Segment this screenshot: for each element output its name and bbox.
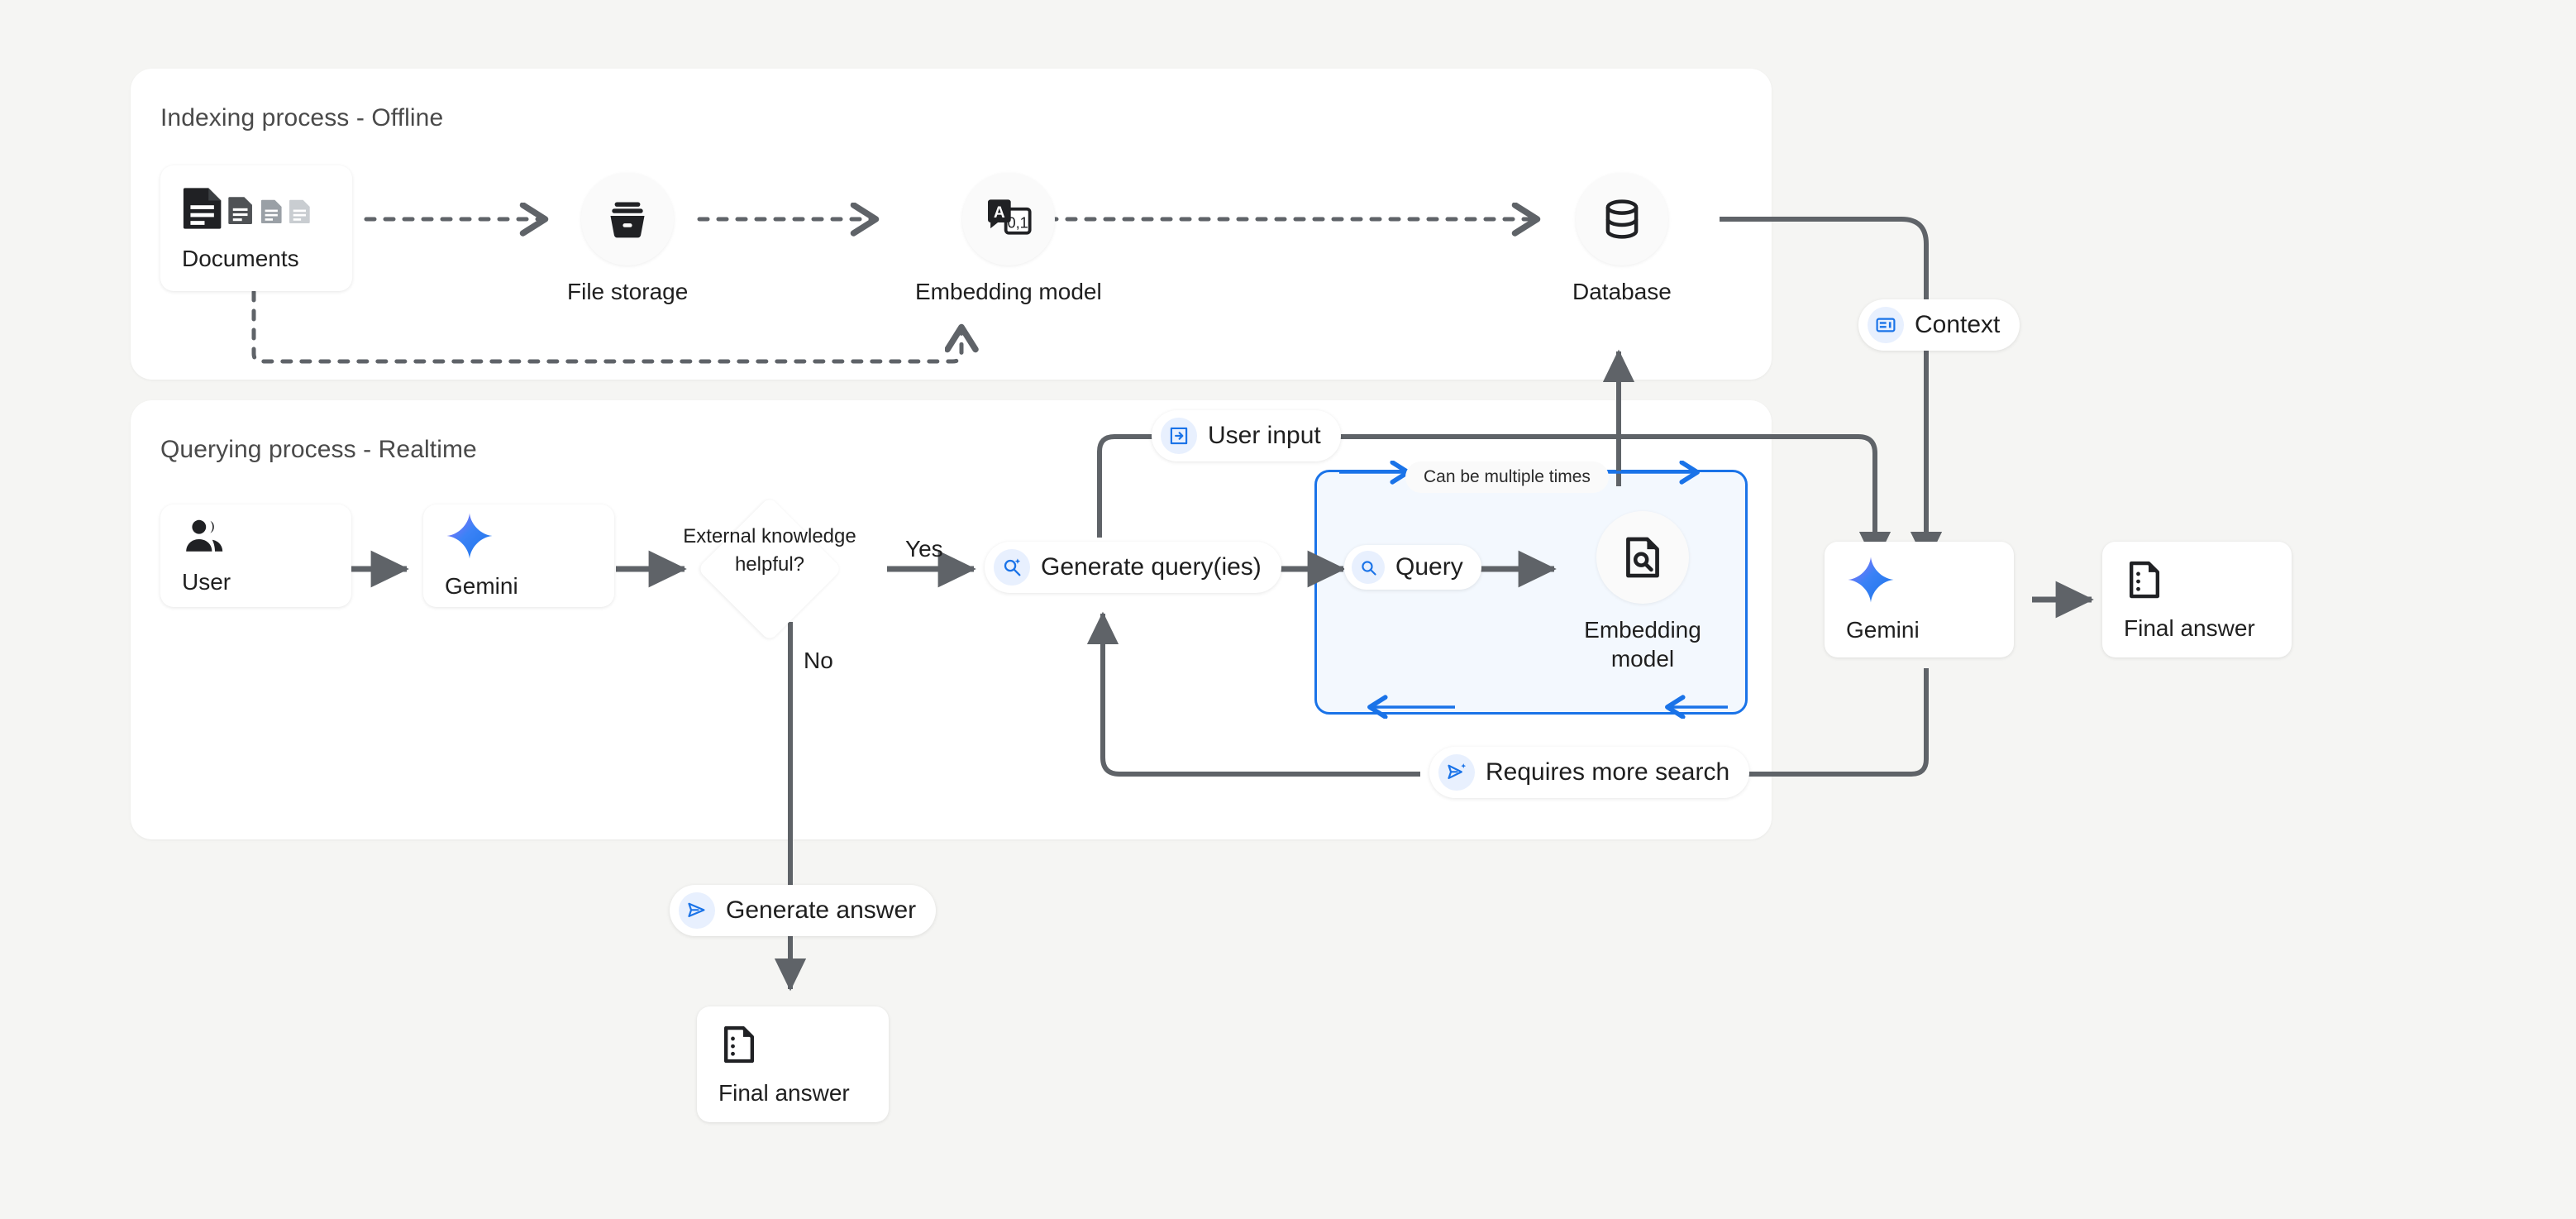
send-sparkle-icon <box>1438 754 1475 791</box>
pill-requires-more-search[interactable]: Requires more search <box>1429 747 1750 798</box>
documents-icon <box>182 184 331 232</box>
label-can-be-multiple-times: Can be multiple times <box>1405 461 1609 493</box>
node-documents-label: Documents <box>182 246 299 271</box>
node-gemini-1[interactable]: Gemini <box>423 504 614 607</box>
file-storage-icon <box>581 173 675 265</box>
context-card-icon <box>1868 307 1904 343</box>
node-decision-label: External knowledge helpful? <box>683 525 856 576</box>
pill-query-label: Query <box>1395 553 1463 581</box>
search-sparkle-icon <box>994 549 1030 586</box>
embedding-model-icon: 0,1 A <box>961 173 1055 265</box>
pill-requires-more-search-label: Requires more search <box>1486 758 1730 786</box>
node-embedding-model-2-label: Embedding model <box>1584 617 1701 672</box>
input-arrow-icon <box>1161 418 1197 454</box>
pill-user-input[interactable]: User input <box>1152 410 1341 461</box>
answer-doc-icon <box>718 1022 867 1067</box>
users-icon <box>182 516 330 556</box>
node-embedding-model-label: Embedding model <box>915 279 1102 304</box>
node-user[interactable]: User <box>160 504 351 607</box>
edge-label-no: No <box>804 648 833 673</box>
node-final-answer-right-label: Final answer <box>2124 615 2255 641</box>
node-gemini-2-label: Gemini <box>1846 617 1920 643</box>
answer-doc-icon <box>2124 557 2270 602</box>
node-final-answer-bottom-label: Final answer <box>718 1080 850 1106</box>
pill-generate-answer-label: Generate answer <box>726 896 917 924</box>
svg-text:0,1: 0,1 <box>1007 213 1028 231</box>
node-decision-external-knowledge[interactable]: External knowledge helpful? <box>683 496 856 642</box>
pill-generate-queries[interactable]: Generate query(ies) <box>985 542 1281 593</box>
pill-generate-queries-label: Generate query(ies) <box>1041 553 1262 581</box>
gemini-star-icon <box>445 512 593 560</box>
document-search-icon <box>1596 511 1689 604</box>
edge-label-yes: Yes <box>905 536 943 562</box>
node-embedding-model[interactable]: 0,1 A Embedding model <box>915 173 1102 306</box>
svg-text:A: A <box>994 204 1005 222</box>
magnifier-icon <box>1352 551 1385 584</box>
gemini-star-icon <box>1846 556 1992 604</box>
node-gemini-1-label: Gemini <box>445 573 518 599</box>
pill-query[interactable]: Query <box>1344 545 1481 590</box>
pill-context[interactable]: Context <box>1858 299 2020 351</box>
node-documents[interactable]: Documents <box>160 165 352 291</box>
database-icon <box>1575 173 1668 265</box>
node-embedding-model-2[interactable]: Embedding model <box>1572 511 1713 673</box>
panel-indexing-title: Indexing process - Offline <box>160 104 444 131</box>
pill-user-input-label: User input <box>1208 422 1321 449</box>
node-gemini-2[interactable]: Gemini <box>1825 542 2014 657</box>
node-database-label: Database <box>1572 279 1672 304</box>
send-icon <box>679 892 715 929</box>
node-database[interactable]: Database <box>1572 173 1672 306</box>
node-final-answer-bottom[interactable]: Final answer <box>697 1006 889 1122</box>
panel-querying-title: Querying process - Realtime <box>160 436 477 463</box>
pill-generate-answer[interactable]: Generate answer <box>670 885 937 936</box>
node-user-label: User <box>182 569 231 595</box>
node-file-storage[interactable]: File storage <box>567 173 688 306</box>
pill-context-label: Context <box>1915 311 2001 338</box>
node-final-answer-right[interactable]: Final answer <box>2102 542 2292 657</box>
node-file-storage-label: File storage <box>567 279 689 304</box>
